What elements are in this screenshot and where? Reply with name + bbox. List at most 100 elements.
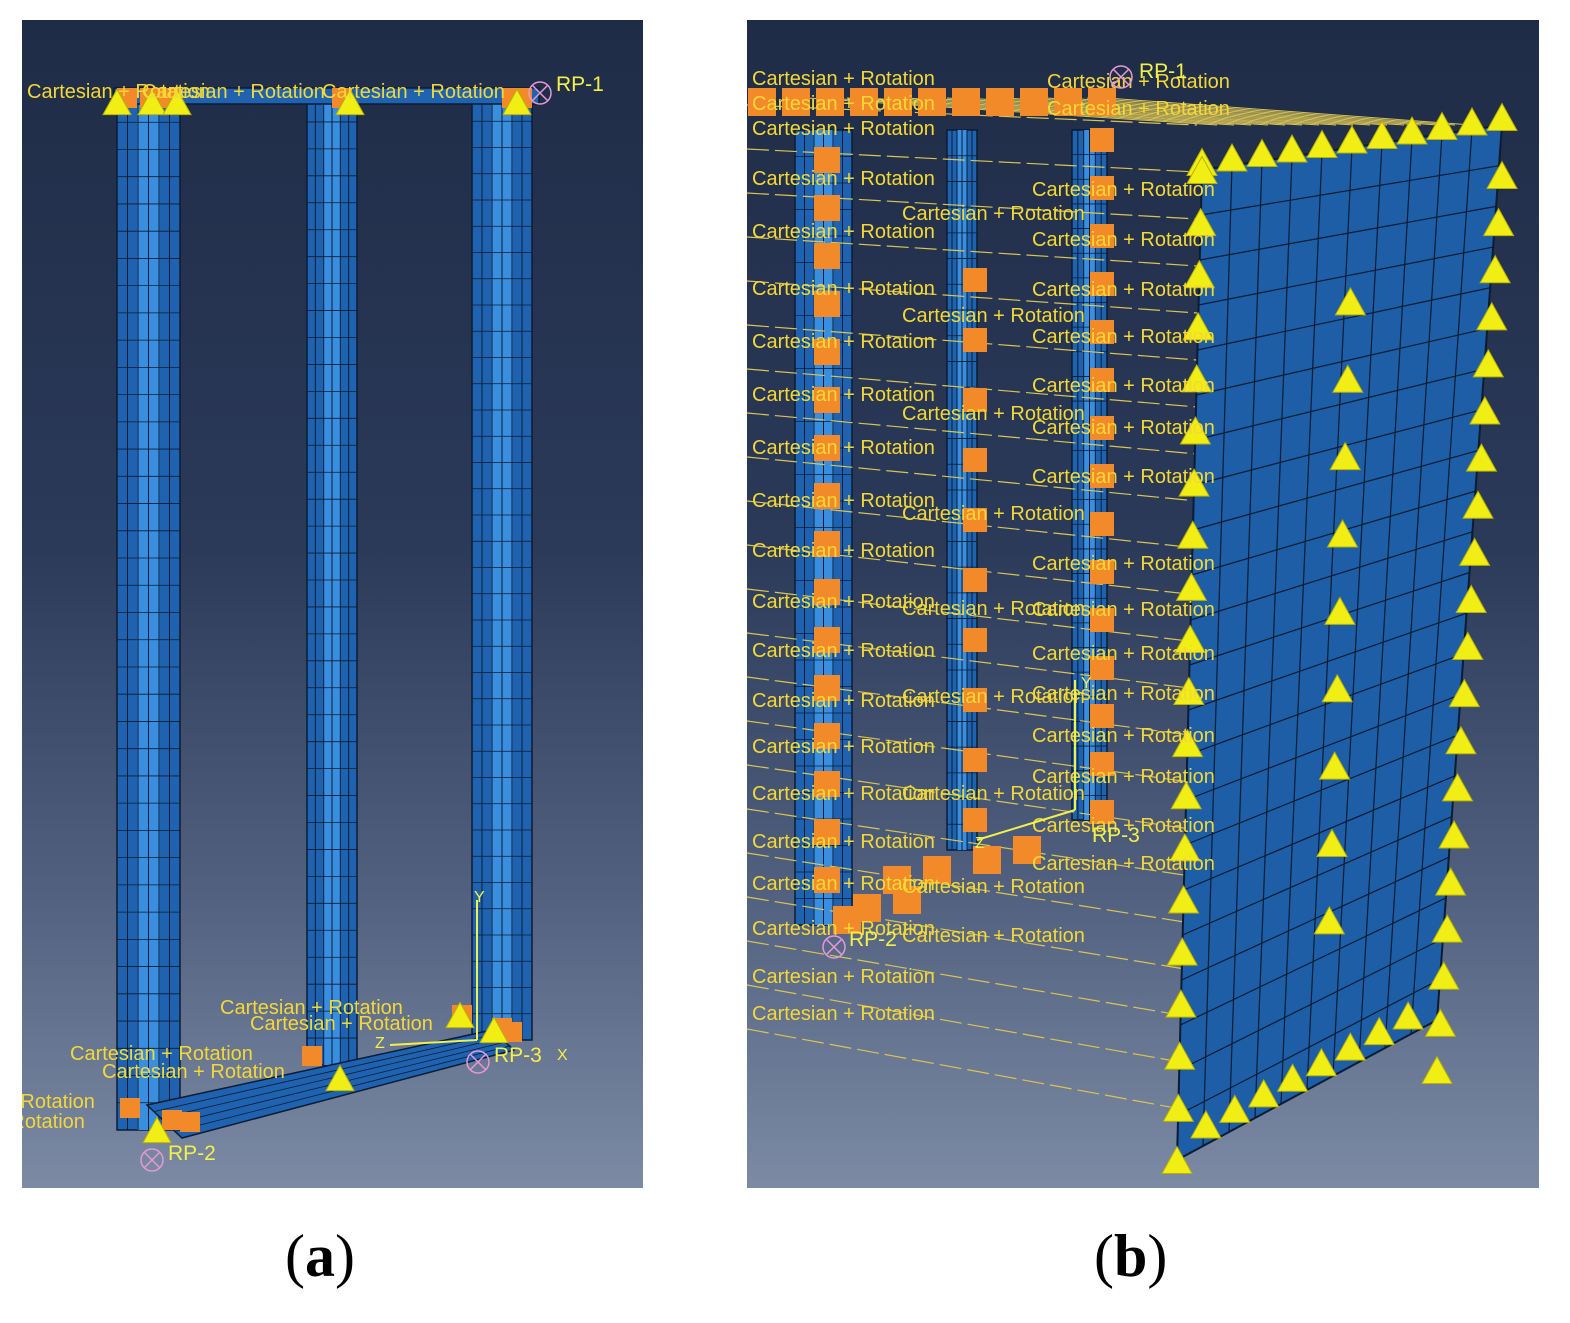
rp-2-label: RP-2 xyxy=(849,928,897,951)
boundary-condition-triangle-icon xyxy=(1316,828,1348,857)
constraint-label: Cartesian + Rotation xyxy=(752,873,935,895)
constraint-label: Cartesian + Rotation xyxy=(902,503,1085,525)
boundary-condition-triangle-icon xyxy=(1190,1109,1222,1139)
connector-square-icon xyxy=(884,88,912,116)
constraint-label: Cartesian + Rotation xyxy=(752,831,935,853)
boundary-condition-triangle-icon xyxy=(1451,631,1484,661)
axis-triad: Y Z X xyxy=(375,889,568,1064)
connector-square-icon xyxy=(814,627,840,653)
boundary-condition-triangle-icon xyxy=(1165,989,1197,1018)
constraint-label: Cartesian + Rotation xyxy=(902,403,1085,425)
mesh-line xyxy=(1180,897,1447,1026)
reference-points: RP-1 RP-2 RP-3 xyxy=(140,73,604,1172)
boundary-condition-triangle-icon xyxy=(1324,596,1356,625)
connector-square-icon xyxy=(1090,176,1114,200)
connector-line xyxy=(986,97,1371,126)
constraint-label: Cartesian + Rotation xyxy=(752,118,935,140)
connector-square-icon xyxy=(814,339,840,365)
connector-square-icon xyxy=(302,1046,322,1066)
constraint-label: Cartesian + Rotation xyxy=(902,598,1085,620)
connector-square-icon xyxy=(814,723,840,749)
constraint-label: Cartesian + Rotation xyxy=(752,168,935,190)
mesh-line xyxy=(1177,978,1441,1116)
constraint-label: Cartesian + Rotation xyxy=(752,690,935,712)
connector-square-icon xyxy=(833,906,861,934)
constraint-label: Cartesian + Rotation xyxy=(752,384,935,406)
constraint-label: Cartesian + Rotation xyxy=(752,1003,935,1025)
connector-square-icon xyxy=(162,1110,182,1130)
constraint-label: Cartesian + Rotation xyxy=(22,1091,95,1113)
connector-line xyxy=(747,852,1198,925)
connector-square-icon xyxy=(1090,752,1114,776)
mesh-line xyxy=(1182,816,1453,936)
connector-square-icon xyxy=(1090,560,1114,584)
connector-square-icon xyxy=(973,846,1001,874)
constraint-label: Cartesian + Rotation xyxy=(220,997,403,1019)
constraint-label: Cartesian + Rotation xyxy=(752,490,935,512)
constraint-label: Cartesian + Rotation xyxy=(752,783,935,805)
boundary-condition-triangle-icon xyxy=(1176,520,1209,549)
connector-square-icon xyxy=(850,88,878,116)
boundary-condition-triangle-icon xyxy=(1305,1047,1338,1077)
mesh-line xyxy=(1200,165,1500,216)
reference-point-icon xyxy=(1109,65,1133,89)
connector-line xyxy=(747,984,1198,1066)
boundary-condition-triangle-icon xyxy=(1276,1063,1309,1092)
constraint-label: Cartesian + Rotation xyxy=(752,278,935,300)
boundary-condition-triangle-icon xyxy=(1336,124,1368,154)
connector-square-icon xyxy=(782,88,810,116)
boundary-condition-triangle-icon xyxy=(1427,961,1460,990)
constraint-label: Cartesian + Rotation xyxy=(1032,815,1215,837)
boundary-condition-triangle-icon xyxy=(102,88,132,116)
constraint-label: Cartesian + Rotation xyxy=(1032,179,1215,201)
axis-x-label: X xyxy=(557,1047,568,1064)
connector-square-icon xyxy=(918,88,946,116)
constraint-label: Cartesian + Rotation xyxy=(102,1061,285,1083)
connector-line xyxy=(747,896,1198,972)
connector-square-icon xyxy=(1088,88,1116,116)
reference-point-icon xyxy=(466,1050,490,1074)
connector-square-icon xyxy=(814,579,840,605)
mesh-line xyxy=(153,1033,497,1112)
reference-point-icon xyxy=(140,1148,164,1172)
connector-square-icon xyxy=(816,88,844,116)
boundary-condition-triangle-icon xyxy=(445,1001,475,1029)
boundary-markers xyxy=(1161,102,1518,1174)
connector-square-icon xyxy=(1013,836,1041,864)
boundary-condition-triangle-icon xyxy=(1246,138,1278,167)
connector-square-icon xyxy=(814,867,840,893)
connector-square-icon xyxy=(963,688,987,712)
boundary-condition-triangle-icon xyxy=(1186,155,1218,184)
boundary-condition-triangle-icon xyxy=(1180,363,1213,393)
connector-square-icon xyxy=(963,508,987,532)
constraint-label: Cartesian + Rotation xyxy=(1032,229,1215,251)
connector-line xyxy=(747,412,1198,455)
axis-triad: Y Z xyxy=(975,675,1092,852)
connector-square-icon xyxy=(814,675,840,701)
connector-square-icon xyxy=(814,387,840,413)
connector-square-icon xyxy=(1054,88,1082,116)
constraint-label: Cartesian + Rotation xyxy=(902,686,1085,708)
axis-z-label: Z xyxy=(975,835,985,852)
caption-a-letter: a xyxy=(304,1223,335,1289)
caption-b: (b) xyxy=(1094,1223,1168,1289)
boundary-condition-triangle-icon xyxy=(1184,207,1217,237)
connector-square-icon xyxy=(1090,272,1114,296)
boundary-condition-triangle-icon xyxy=(1456,106,1488,136)
steel-columns xyxy=(116,94,533,1131)
constraint-label: Cartesian + Rotation xyxy=(902,876,1085,898)
mesh-line xyxy=(1185,693,1461,801)
connector-square-icon xyxy=(180,1112,200,1132)
connector-square-icon xyxy=(963,808,987,832)
constraint-label: Cartesian + Rotation xyxy=(1032,553,1215,575)
constraint-label: Cartesian + Rotation xyxy=(752,221,935,243)
connector-square-icon xyxy=(814,243,840,269)
connector-line xyxy=(747,456,1198,502)
connector-line xyxy=(846,97,1252,126)
boundary-condition-triangle-icon xyxy=(1472,348,1505,378)
connector-square-icon xyxy=(814,291,840,317)
